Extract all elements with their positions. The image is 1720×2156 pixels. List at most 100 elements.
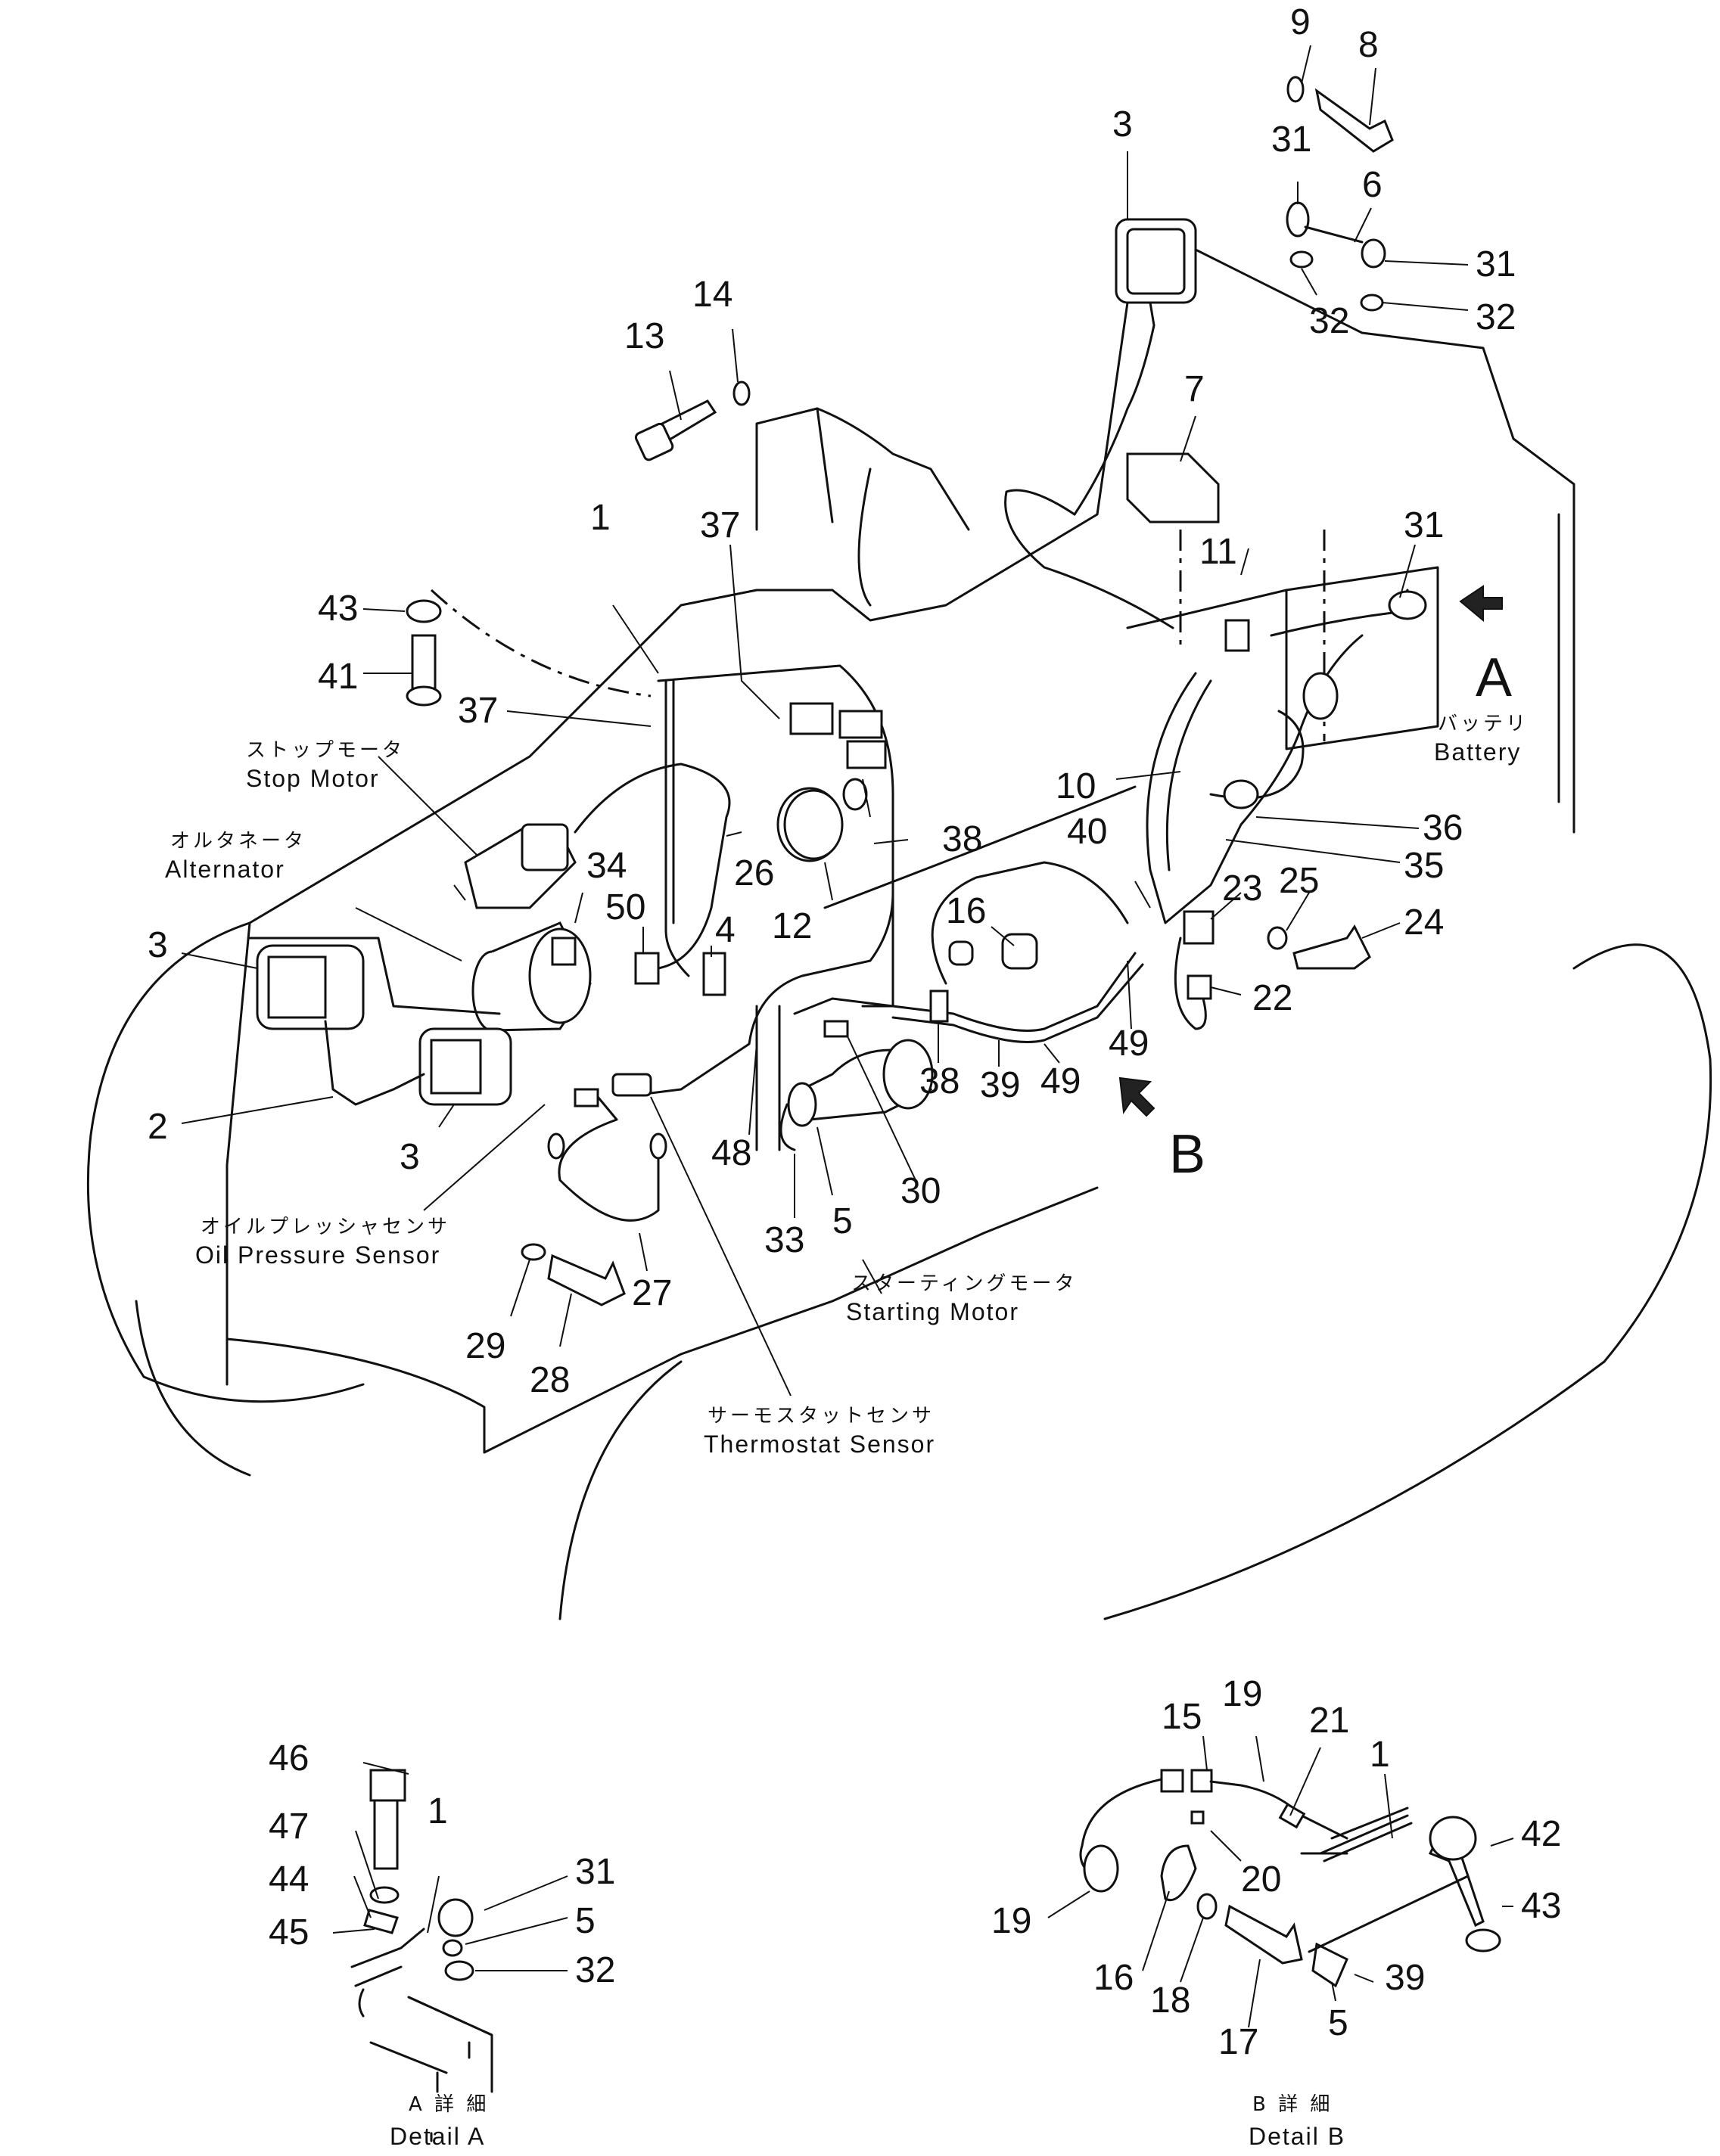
callout-49: 49 (1040, 1061, 1081, 1101)
callout-18: 18 (1150, 1980, 1190, 2021)
callout-6: 6 (1362, 165, 1383, 205)
callout-47: 47 (269, 1807, 309, 1847)
callout-37: 37 (458, 691, 498, 731)
callout-23: 23 (1222, 868, 1262, 909)
callout-31: 31 (575, 1852, 615, 1892)
callout-numbers: 9 8 3 31 6 31 32 32 14 13 7 1 37 31 11 4… (148, 2, 1561, 2062)
callout-11: 11 (1199, 532, 1237, 572)
battery-label-jp: バッテリ (1438, 713, 1529, 735)
callout-5: 5 (1328, 2003, 1348, 2043)
oil-pressure-sensor-part (547, 1088, 667, 1222)
alternator-label: Alternator (165, 856, 285, 883)
work-lamp-top (1004, 218, 1197, 629)
stop-motor (464, 823, 577, 909)
callout-30: 30 (900, 1171, 941, 1211)
callout-26: 26 (734, 853, 774, 893)
battery-label: Battery (1434, 738, 1521, 766)
callout-32: 32 (575, 1950, 615, 1990)
callout-12: 12 (772, 906, 812, 946)
callout-38: 38 (919, 1061, 960, 1101)
thermostat-sensor-label-jp: サーモスタットセンサ (708, 1405, 935, 1427)
callout-22: 22 (1252, 978, 1292, 1018)
callout-42: 42 (1521, 1814, 1561, 1854)
callout-14: 14 (692, 275, 732, 315)
callout-28: 28 (530, 1360, 570, 1400)
callout-32: 32 (1476, 297, 1516, 337)
leaders (181, 45, 1469, 1396)
stop-motor-label: Stop Motor (246, 765, 380, 792)
callout-20: 20 (1241, 1859, 1281, 1900)
callout-21: 21 (1309, 1701, 1349, 1741)
callout-46: 46 (269, 1738, 309, 1779)
callout-19: 19 (1222, 1674, 1262, 1714)
callout-36: 36 (1423, 808, 1463, 848)
callout-35: 35 (1404, 846, 1444, 886)
oil-pressure-sensor-label-jp: オイルプレッシャセンサ (201, 1216, 450, 1238)
callout-1: 1 (1370, 1735, 1390, 1775)
callout-24: 24 (1404, 902, 1444, 943)
callout-3-top: 3 (1112, 104, 1133, 144)
starting-motor (787, 1039, 934, 1127)
callout-31: 31 (1271, 120, 1311, 160)
callout-1: 1 (590, 498, 611, 538)
detail-a-caption-jp: A 詳 細 (409, 2093, 489, 2116)
callout-29: 29 (465, 1326, 505, 1366)
callout-45: 45 (269, 1912, 309, 1953)
starting-motor-label-jp: スターティングモータ (851, 1272, 1077, 1295)
callout-50: 50 (605, 887, 645, 927)
callout-5: 5 (832, 1201, 853, 1241)
bolt-13 (634, 381, 751, 461)
callout-15: 15 (1162, 1697, 1202, 1737)
oil-pressure-sensor-label: Oil Pressure Sensor (195, 1241, 440, 1269)
callout-48: 48 (711, 1133, 751, 1173)
callout-49: 49 (1109, 1024, 1149, 1064)
callout-40: 40 (1067, 812, 1107, 852)
callout-13: 13 (624, 316, 664, 356)
bolt-8 (1286, 76, 1394, 153)
view-a-marker: A (1476, 648, 1512, 708)
callout-25: 25 (1279, 861, 1319, 901)
detail-a-caption: Detail A (390, 2123, 485, 2150)
work-lamp-left (248, 937, 501, 1030)
callout-39: 39 (980, 1065, 1020, 1105)
callout-44: 44 (269, 1859, 309, 1900)
callout-5: 5 (575, 1901, 596, 1941)
callout-33: 33 (764, 1220, 804, 1260)
callout-39: 39 (1385, 1958, 1425, 1998)
callout-34: 34 (586, 846, 627, 886)
alternator-label-jp: オルタネータ (170, 830, 306, 853)
machine-outline (86, 248, 1712, 1620)
detail-b-caption-jp: B 詳 細 (1252, 2093, 1333, 2116)
callout-4: 4 (715, 910, 736, 950)
battery-cable-6 (1286, 201, 1386, 312)
component-labels: ストップモータ Stop Motor オルタネータ Alternator オイル… (165, 648, 1529, 2150)
thermostat-sensor-label: Thermostat Sensor (704, 1431, 935, 1458)
callout-37: 37 (700, 505, 740, 545)
detail-b-caption: Detail B (1249, 2123, 1345, 2150)
callout-2: 2 (148, 1107, 168, 1147)
callout-27: 27 (632, 1273, 672, 1313)
callout-9: 9 (1290, 2, 1311, 42)
callout-7: 7 (1184, 369, 1205, 409)
starting-motor-label: Starting Motor (846, 1298, 1019, 1325)
callout-8: 8 (1358, 25, 1379, 65)
callout-43: 43 (1521, 1886, 1561, 1926)
detail-a (332, 1762, 568, 2142)
detail-b (1047, 1735, 1514, 2028)
callout-31: 31 (1476, 244, 1516, 284)
callout-43: 43 (318, 589, 358, 629)
callout-16: 16 (1093, 1958, 1134, 1998)
callout-10: 10 (1056, 766, 1096, 806)
parts (248, 76, 1503, 1306)
work-lamp-mid (418, 1027, 512, 1106)
callout-17: 17 (1218, 2022, 1258, 2062)
callout-38: 38 (942, 819, 982, 859)
callout-41: 41 (318, 657, 358, 697)
callout-16: 16 (946, 891, 986, 931)
callout-3-left: 3 (148, 925, 168, 965)
callout-19: 19 (991, 1901, 1031, 1941)
stop-motor-label-jp: ストップモータ (246, 739, 405, 762)
callout-1: 1 (428, 1791, 448, 1831)
callout-3-mid: 3 (400, 1137, 420, 1177)
